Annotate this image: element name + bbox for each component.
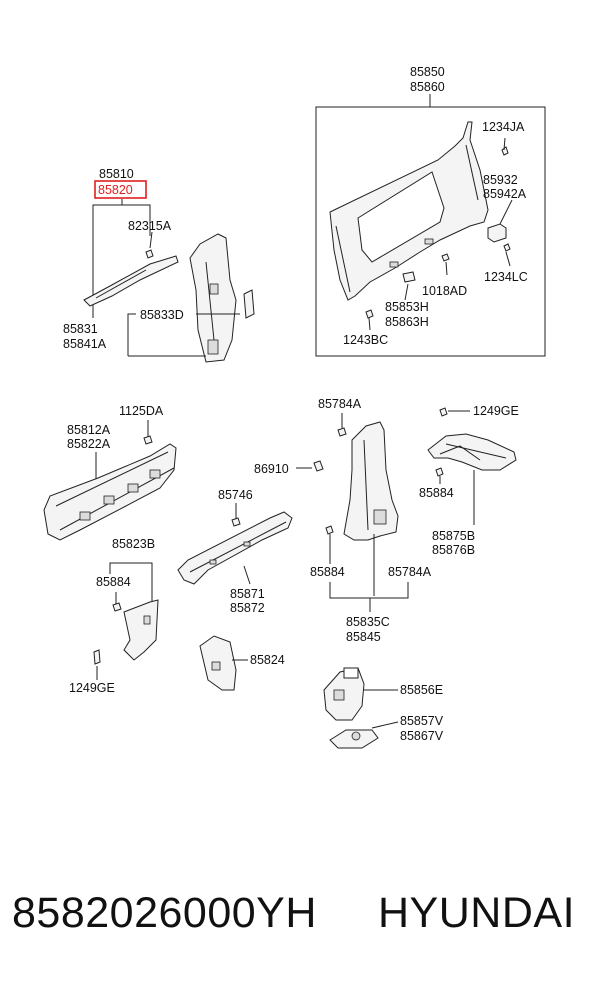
label-1249ge-top: 1249GE	[473, 404, 519, 418]
clip-1243bc	[365, 309, 374, 319]
label-85853h: 85853H	[385, 300, 429, 314]
label-1125da: 1125DA	[119, 404, 164, 418]
label-85824: 85824	[250, 653, 285, 667]
label-85884-left: 85884	[96, 575, 131, 589]
pillar-trim-85833d	[189, 233, 237, 363]
label-85942a: 85942A	[483, 187, 527, 201]
label-85812a: 85812A	[67, 423, 111, 437]
clip-85884-left	[112, 602, 122, 612]
label-85845: 85845	[346, 630, 381, 644]
label-85822a: 85822A	[67, 437, 111, 451]
label-1018ad: 1018AD	[422, 284, 467, 298]
label-85831: 85831	[63, 322, 98, 336]
label-85841a: 85841A	[63, 337, 107, 351]
label-85863h: 85863H	[385, 315, 429, 329]
label-85932: 85932	[483, 173, 518, 187]
b-pillar-trim	[343, 421, 399, 541]
label-1234lc: 1234LC	[484, 270, 528, 284]
clip-1125da	[143, 435, 153, 445]
label-85860: 85860	[410, 80, 445, 94]
label-86910: 86910	[254, 462, 289, 476]
a-pillar-trim-upper	[83, 255, 179, 307]
clip-85784a-top	[337, 427, 347, 437]
clip-1234lc	[503, 243, 511, 252]
label-85823b: 85823B	[112, 537, 155, 551]
label-85746: 85746	[218, 488, 253, 502]
label-85835c: 85835C	[346, 615, 390, 629]
label-85810: 85810	[99, 167, 134, 181]
label-85876b: 85876B	[432, 543, 475, 557]
clip-1249ge-bottom	[93, 649, 101, 665]
label-82315a: 82315A	[128, 219, 172, 233]
clip-85884-right	[435, 467, 444, 477]
label-85867v: 85867V	[400, 729, 444, 743]
label-85856e: 85856E	[400, 683, 443, 697]
label-1243bc: 1243BC	[343, 333, 388, 347]
label-85871: 85871	[230, 587, 265, 601]
cover-85853h	[402, 271, 416, 283]
pillar-cover-small	[243, 289, 255, 319]
highlight-box-85820	[94, 180, 147, 199]
clip-85746	[231, 517, 241, 527]
brand-name: HYUNDAI	[378, 889, 576, 937]
clip-1249ge-top	[439, 407, 448, 417]
clip-1234ja	[501, 146, 509, 156]
clip-86910	[313, 460, 324, 472]
clip-82315a	[145, 249, 154, 259]
label-1249ge-bottom: 1249GE	[69, 681, 115, 695]
bracket-85932	[487, 223, 507, 243]
label-85820: 85820	[98, 183, 133, 197]
label-85833d: 85833D	[140, 308, 184, 322]
label-85872: 85872	[230, 601, 265, 615]
label-85784a-center: 85784A	[388, 565, 432, 579]
clip-1018ad	[441, 253, 450, 262]
label-85884-center: 85884	[310, 565, 345, 579]
quarter-trim-panel	[329, 121, 489, 301]
trim-85823b	[123, 599, 159, 661]
label-85857v: 85857V	[400, 714, 444, 728]
label-85884-right: 85884	[419, 486, 454, 500]
footer: 8582026000YH HYUNDAI	[0, 878, 600, 948]
clip-85884-center	[325, 525, 334, 535]
label-1234ja: 1234JA	[482, 120, 525, 134]
label-85875b: 85875B	[432, 529, 475, 543]
part-number: 8582026000YH	[12, 889, 317, 937]
label-85784a-top: 85784A	[318, 397, 362, 411]
step-trim-85875b	[427, 433, 517, 471]
sill-trim-85812a	[43, 443, 177, 541]
label-85850: 85850	[410, 65, 445, 79]
